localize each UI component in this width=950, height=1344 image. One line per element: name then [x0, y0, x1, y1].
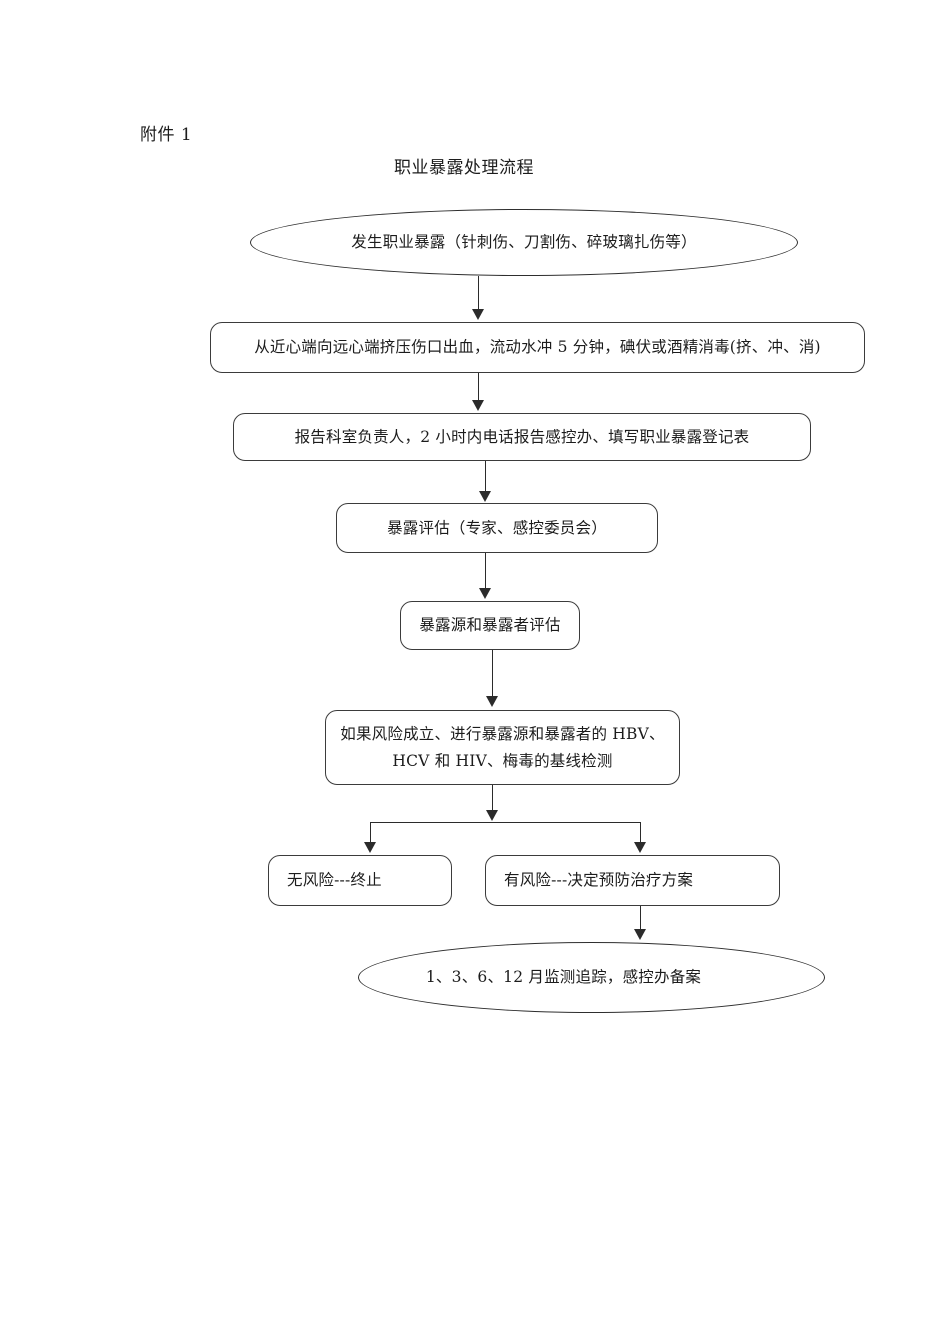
flow-node-follow-up: 1、3、6、12 月监测追踪，感控办备案	[358, 942, 825, 1013]
flow-node-first-aid: 从近心端向远心端挤压伤口出血，流动水冲 5 分钟，碘伏或酒精消毒(挤、冲、消)	[210, 322, 865, 373]
connector-line-3	[485, 461, 486, 493]
branch-left-line	[370, 822, 371, 844]
baseline-testing-line-1: 如果风险成立、进行暴露源和暴露者的 HBV、	[340, 725, 665, 744]
flow-node-baseline-testing: 如果风险成立、进行暴露源和暴露者的 HBV、 HCV 和 HIV、梅毒的基线检测	[325, 710, 680, 785]
connector-arrow-4	[479, 588, 491, 599]
connector-arrow-5	[486, 696, 498, 707]
connector-arrow-2	[472, 400, 484, 411]
flow-node-no-risk: 无风险---终止	[268, 855, 452, 906]
attachment-label: 附件 1	[140, 125, 193, 145]
flow-node-exposure-occurs: 发生职业暴露（针刺伤、刀割伤、碎玻璃扎伤等）	[250, 209, 798, 276]
branch-right-line	[640, 822, 641, 844]
branch-left-arrow	[364, 842, 376, 853]
flow-node-report: 报告科室负责人，2 小时内电话报告感控办、填写职业暴露登记表	[233, 413, 811, 461]
flow-node-has-risk: 有风险---决定预防治疗方案	[485, 855, 780, 906]
connector-line-2	[478, 373, 479, 402]
connector-line-7	[640, 906, 641, 931]
branch-right-arrow	[634, 842, 646, 853]
flow-node-exposure-assessment: 暴露评估（专家、感控委员会）	[336, 503, 658, 553]
connector-arrow-3	[479, 491, 491, 502]
connector-arrow-7	[634, 929, 646, 940]
flow-node-source-and-person-assessment: 暴露源和暴露者评估	[400, 601, 580, 650]
page-title: 职业暴露处理流程	[394, 158, 534, 178]
connector-line-1	[478, 276, 479, 310]
connector-arrow-1	[472, 309, 484, 320]
connector-line-4	[485, 553, 486, 589]
connector-arrow-6	[486, 810, 498, 821]
baseline-testing-line-2: HCV 和 HIV、梅毒的基线检测	[392, 751, 613, 770]
branch-horizontal-line	[370, 822, 641, 823]
connector-line-5	[492, 650, 493, 697]
follow-up-label: 1、3、6、12 月监测追踪，感控办备案	[425, 968, 702, 987]
connector-line-6	[492, 785, 493, 812]
